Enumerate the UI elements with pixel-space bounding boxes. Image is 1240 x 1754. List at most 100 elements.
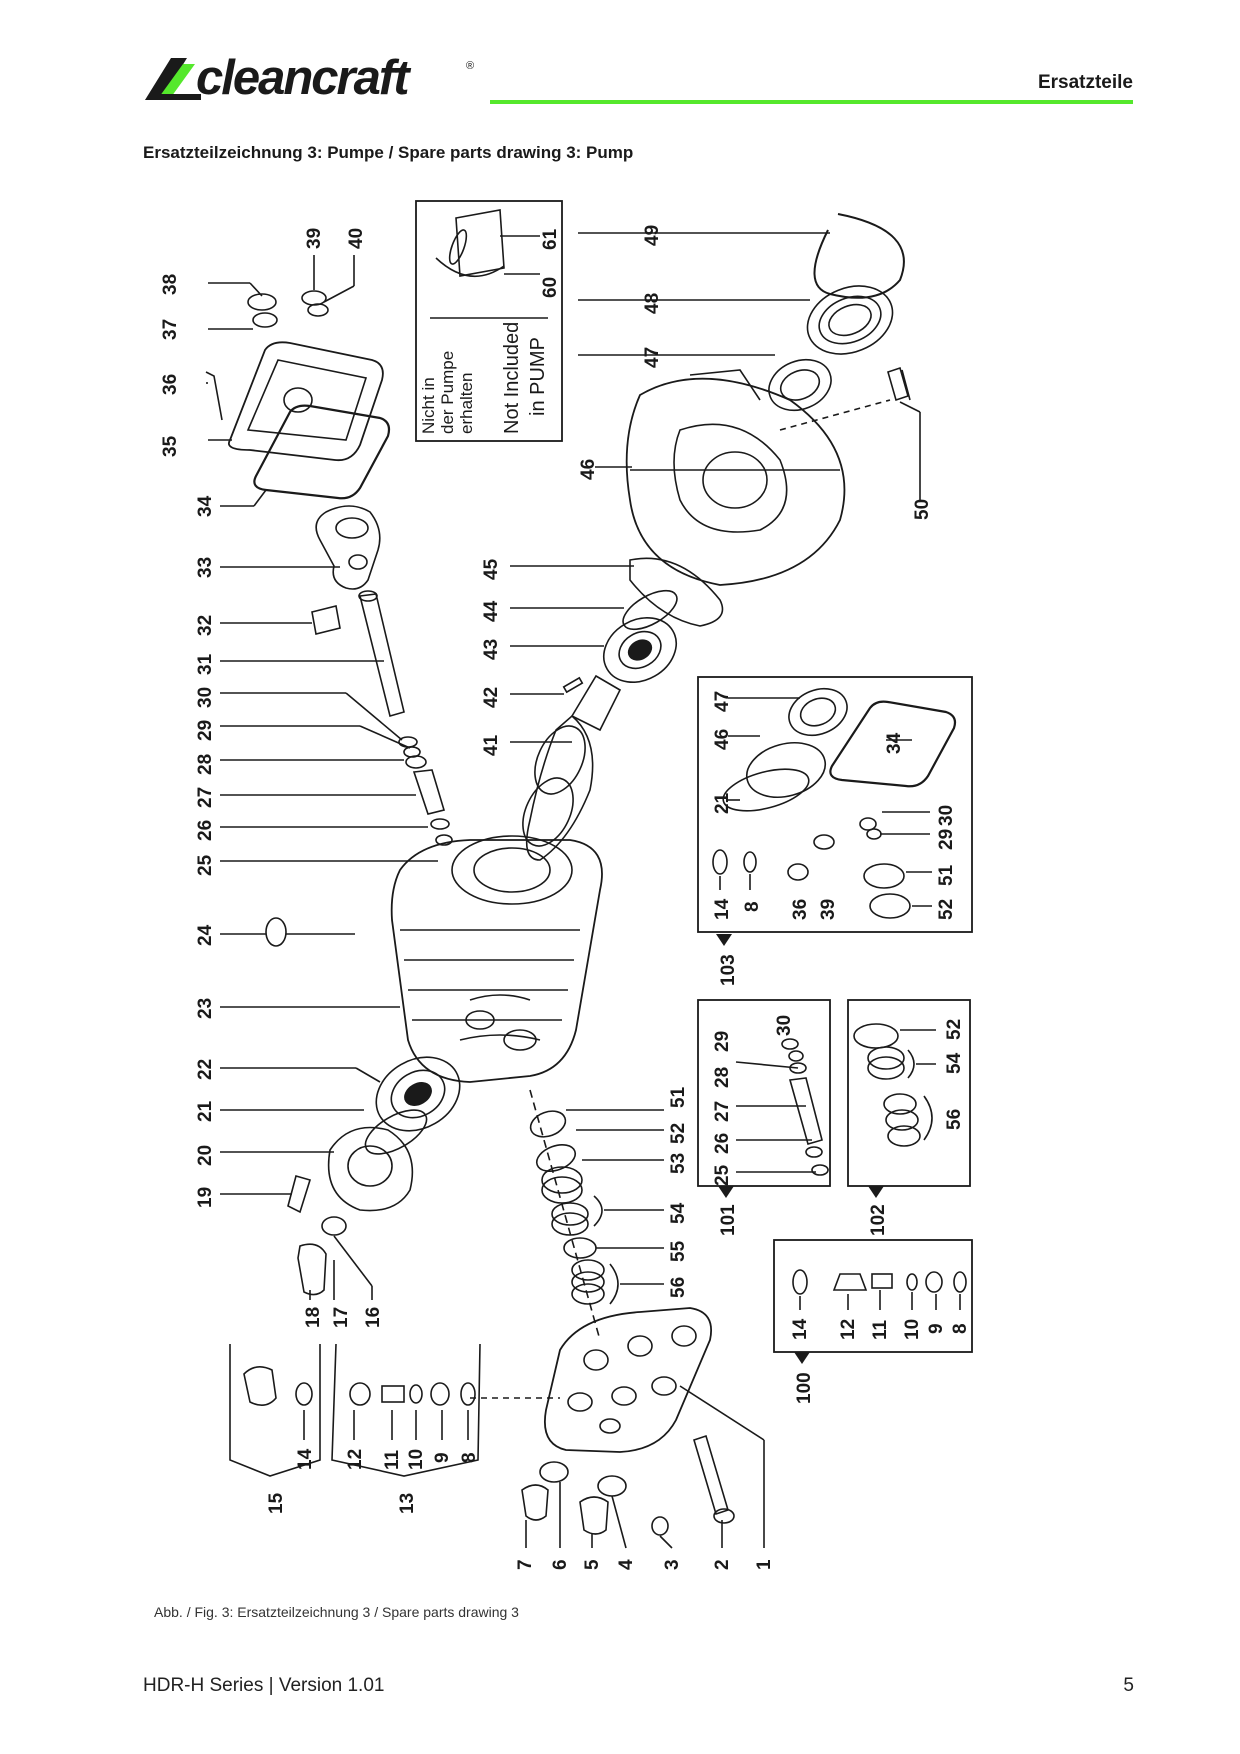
part-label: 36: [790, 899, 811, 920]
note-en-line2: in PUMP: [527, 337, 549, 416]
part-label: 29: [195, 720, 216, 741]
part-label: 12: [345, 1449, 366, 1470]
part-label: 27: [712, 1101, 733, 1122]
part-label: 14: [295, 1448, 316, 1470]
part-label: 8: [950, 1323, 971, 1334]
part-label: 30: [774, 1015, 795, 1036]
part-label: 6: [550, 1559, 571, 1570]
part-label: 15: [266, 1492, 287, 1514]
part-label: 48: [642, 293, 663, 314]
part-label: 52: [668, 1123, 689, 1144]
figure-caption: Abb. / Fig. 3: Ersatzteilzeichnung 3 / S…: [154, 1604, 519, 1620]
part-label: 25: [712, 1164, 733, 1186]
part-label: 29: [936, 829, 957, 850]
part-label: 28: [712, 1067, 733, 1088]
part-label: 53: [668, 1153, 689, 1174]
part-label: 27: [195, 787, 216, 808]
part-label: 3: [662, 1559, 683, 1570]
part-label: 14: [712, 898, 733, 920]
exploded-pump-drawing: Nicht in der Pumpe erhalten Not Included…: [160, 200, 973, 1570]
part-label: 14: [790, 1318, 811, 1340]
part-label: 56: [944, 1109, 965, 1130]
part-label: 9: [432, 1452, 453, 1463]
part-label: 18: [303, 1307, 324, 1328]
part-label: 10: [902, 1319, 923, 1340]
part-label: 36: [160, 374, 181, 395]
part-label: 22: [195, 1059, 216, 1080]
part-label: 39: [818, 899, 839, 920]
part-label: 2: [712, 1559, 733, 1570]
part-label: 61: [540, 228, 561, 250]
header-rule: [490, 100, 1133, 104]
part-label: 8: [742, 901, 763, 912]
note-de-line2: der Pumpe: [438, 351, 457, 434]
part-number-labels: 38 37 36 35 34 33 32 31 30 29 28 27 26 2…: [160, 225, 971, 1570]
part-label: 43: [481, 639, 502, 660]
part-label: 11: [382, 1449, 403, 1470]
note-de-line1: Nicht in: [419, 377, 438, 434]
part-label: 31: [195, 653, 216, 675]
part-label: 8: [459, 1452, 480, 1463]
part-label: 49: [642, 225, 663, 246]
page-number: 5: [1123, 1675, 1134, 1696]
part-label: 10: [406, 1449, 427, 1470]
part-label: 56: [668, 1277, 689, 1298]
part-label: 47: [712, 691, 733, 712]
part-label: 17: [331, 1307, 352, 1328]
kit-label: 101: [718, 1204, 739, 1236]
note-en-line1: Not Included: [501, 322, 523, 434]
note-de-line3: erhalten: [457, 373, 476, 434]
part-label: 44: [481, 600, 502, 622]
part-label: 26: [712, 1133, 733, 1154]
part-label: 30: [195, 687, 216, 708]
part-label: 39: [304, 228, 325, 249]
part-label: 51: [936, 864, 957, 886]
part-label: 46: [578, 459, 599, 480]
part-label: 9: [926, 1323, 947, 1334]
part-label: 34: [884, 732, 905, 754]
part-label: 11: [870, 1319, 891, 1340]
section-title: Ersatzteile: [1037, 72, 1133, 93]
part-label: 23: [195, 998, 216, 1019]
part-label: 60: [540, 277, 561, 298]
part-label: 34: [195, 495, 216, 517]
part-label: 33: [195, 557, 216, 578]
part-label: 50: [912, 499, 933, 520]
kit-label: 103: [718, 954, 739, 986]
part-label: 47: [642, 347, 663, 368]
part-label: 40: [346, 228, 367, 249]
kit-label: 102: [868, 1204, 889, 1236]
page-heading: Ersatzteilzeichnung 3: Pumpe / Spare par…: [143, 143, 634, 162]
part-label: 45: [481, 558, 502, 580]
part-label: 37: [160, 319, 181, 340]
part-label: 54: [668, 1202, 689, 1224]
part-label: 52: [936, 899, 957, 920]
part-label: 42: [481, 687, 502, 708]
part-label: 1: [754, 1559, 775, 1570]
part-label: 52: [944, 1019, 965, 1040]
part-label: 19: [195, 1187, 216, 1208]
footer-series: HDR-H Series | Version 1.01: [143, 1675, 385, 1696]
part-label: 41: [481, 734, 502, 756]
part-label: 29: [712, 1031, 733, 1052]
part-label: 54: [944, 1052, 965, 1074]
part-label: 30: [936, 805, 957, 826]
brand-logo-text: cleancraft: [196, 51, 410, 105]
part-label: 38: [160, 274, 181, 295]
part-label: 51: [668, 1086, 689, 1108]
part-label: 35: [160, 435, 181, 457]
part-label: 28: [195, 754, 216, 775]
part-label: 12: [838, 1319, 859, 1340]
part-label: 26: [195, 820, 216, 841]
part-label: 55: [668, 1240, 689, 1262]
part-label: 21: [195, 1100, 216, 1122]
not-included-note: Nicht in der Pumpe erhalten Not Included…: [419, 322, 549, 434]
part-label: 13: [397, 1493, 418, 1514]
kit-label: 100: [794, 1372, 815, 1404]
part-label: 24: [195, 924, 216, 946]
part-label: 20: [195, 1145, 216, 1166]
part-label: 25: [195, 854, 216, 876]
part-label: 21: [712, 792, 733, 814]
part-label: 32: [195, 615, 216, 636]
part-label: 4: [616, 1559, 637, 1570]
